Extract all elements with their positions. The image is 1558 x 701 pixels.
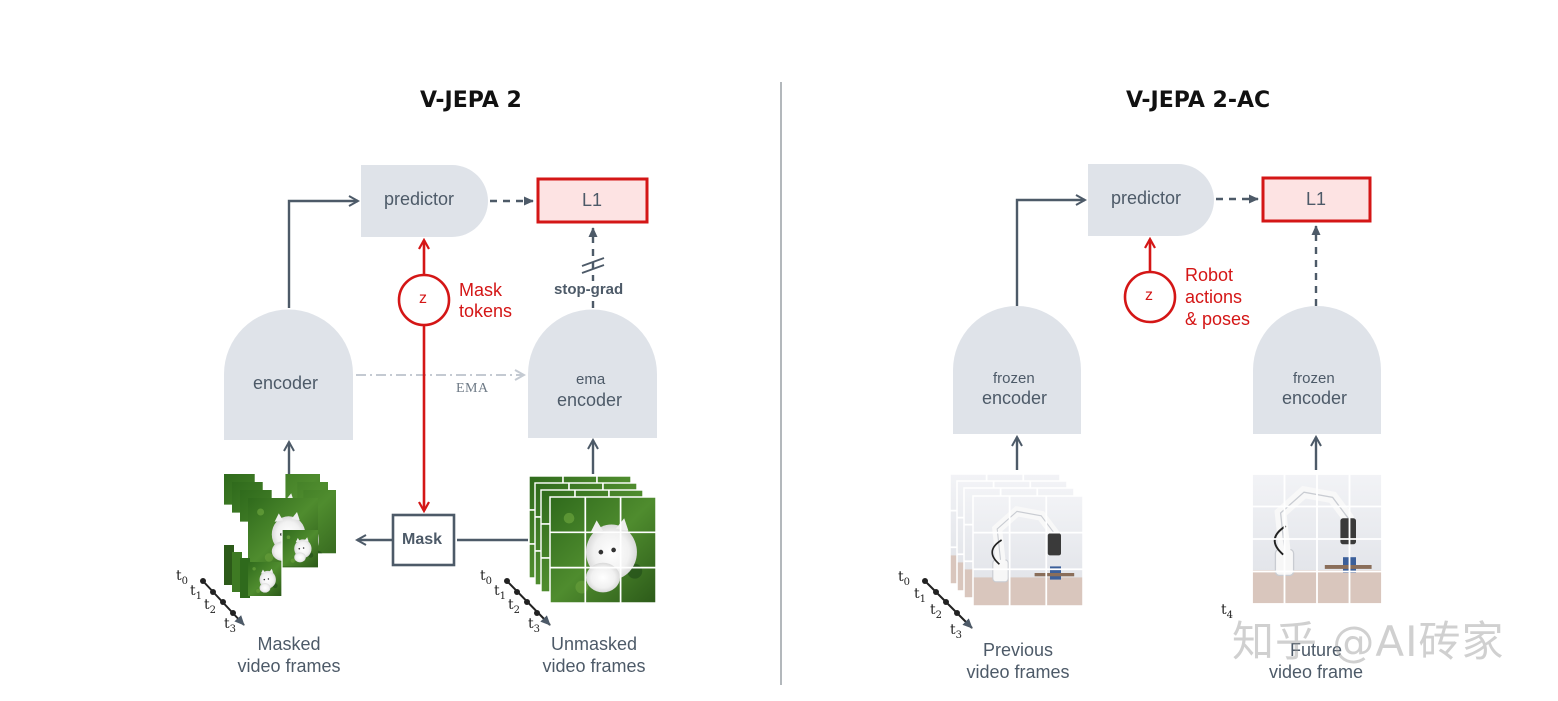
predictor-label-right: predictor — [1111, 188, 1182, 208]
tick-t4-future: t4 — [1221, 602, 1234, 621]
loss-label-right: L1 — [1306, 189, 1327, 209]
predictor-label-left: predictor — [384, 189, 455, 209]
loss-box-left — [536, 177, 649, 224]
tick-t3-masked: t3 — [224, 616, 237, 635]
masked-frames-caption: Masked video frames — [237, 634, 341, 676]
previous-frames-caption: Previous video frames — [966, 640, 1070, 682]
time-axis-masked — [200, 578, 245, 626]
frozen-to-predictor-arrow — [1015, 200, 1085, 306]
unmasked-frames-caption: Unmasked video frames — [542, 634, 646, 676]
tick-t2-masked: t2 — [204, 597, 217, 616]
tick-t1-masked: t1 — [190, 583, 203, 602]
frozen-encoder-node-right — [1253, 306, 1381, 434]
tick-t1-unmasked: t1 — [494, 583, 507, 602]
tick-t2-previous: t2 — [930, 602, 943, 621]
frozen-encoder-node-left — [953, 306, 1081, 434]
loss-label-left: L1 — [582, 190, 603, 210]
future-video-frame — [1252, 474, 1382, 604]
left-panel-title: V-JEPA 2 — [420, 88, 522, 113]
frozen-encoder-top-right: frozen — [1293, 370, 1335, 387]
tick-t3-unmasked: t3 — [528, 616, 541, 635]
previous-video-frames — [950, 474, 1083, 606]
tick-t0-unmasked: t0 — [480, 568, 493, 587]
frozen-encoder-bottom-right: encoder — [1282, 388, 1348, 408]
encoder-node — [224, 309, 353, 440]
tick-t0-masked: t0 — [176, 568, 189, 587]
frozen-encoder-bottom-left: encoder — [982, 388, 1048, 408]
loss-box-right — [1261, 176, 1372, 223]
frozen-encoder-top-left: frozen — [993, 370, 1035, 387]
encoder-to-predictor-arrow — [287, 201, 358, 308]
tick-t3-previous: t3 — [950, 622, 963, 641]
mask-tokens-label: Mask tokens — [459, 280, 513, 321]
encoder-label: encoder — [253, 373, 319, 393]
ema-label: EMA — [456, 381, 489, 396]
masked-video-frames — [224, 474, 336, 604]
stop-grad-label: stop-grad — [553, 281, 625, 298]
time-axis-previous — [922, 578, 973, 629]
ema-encoder-label-bottom: encoder — [557, 390, 623, 410]
tick-t0-previous: t0 — [898, 569, 911, 588]
unmasked-video-frames — [528, 475, 657, 604]
robot-actions-label: Robot actions & poses — [1185, 265, 1251, 329]
ema-encoder-label-top: ema — [576, 371, 606, 388]
right-panel-title: V-JEPA 2-AC — [1126, 88, 1271, 113]
z-node-right — [1123, 270, 1177, 324]
z-label-left: z — [419, 290, 427, 307]
stop-grad-marks — [581, 257, 605, 274]
z-label-right: z — [1145, 287, 1153, 304]
time-axis-unmasked — [504, 578, 551, 626]
mask-box-label: Mask — [402, 531, 443, 548]
ema-encoder-node — [528, 309, 657, 438]
watermark-text: 知乎 @AI砖家 — [1232, 617, 1505, 666]
future-frame-caption: Future video frame — [1268, 640, 1364, 682]
tick-t1-previous: t1 — [914, 586, 927, 605]
mask-box — [391, 513, 456, 567]
tick-t2-unmasked: t2 — [508, 597, 521, 616]
predictor-node-right — [1088, 164, 1214, 236]
predictor-node-left — [361, 165, 488, 237]
